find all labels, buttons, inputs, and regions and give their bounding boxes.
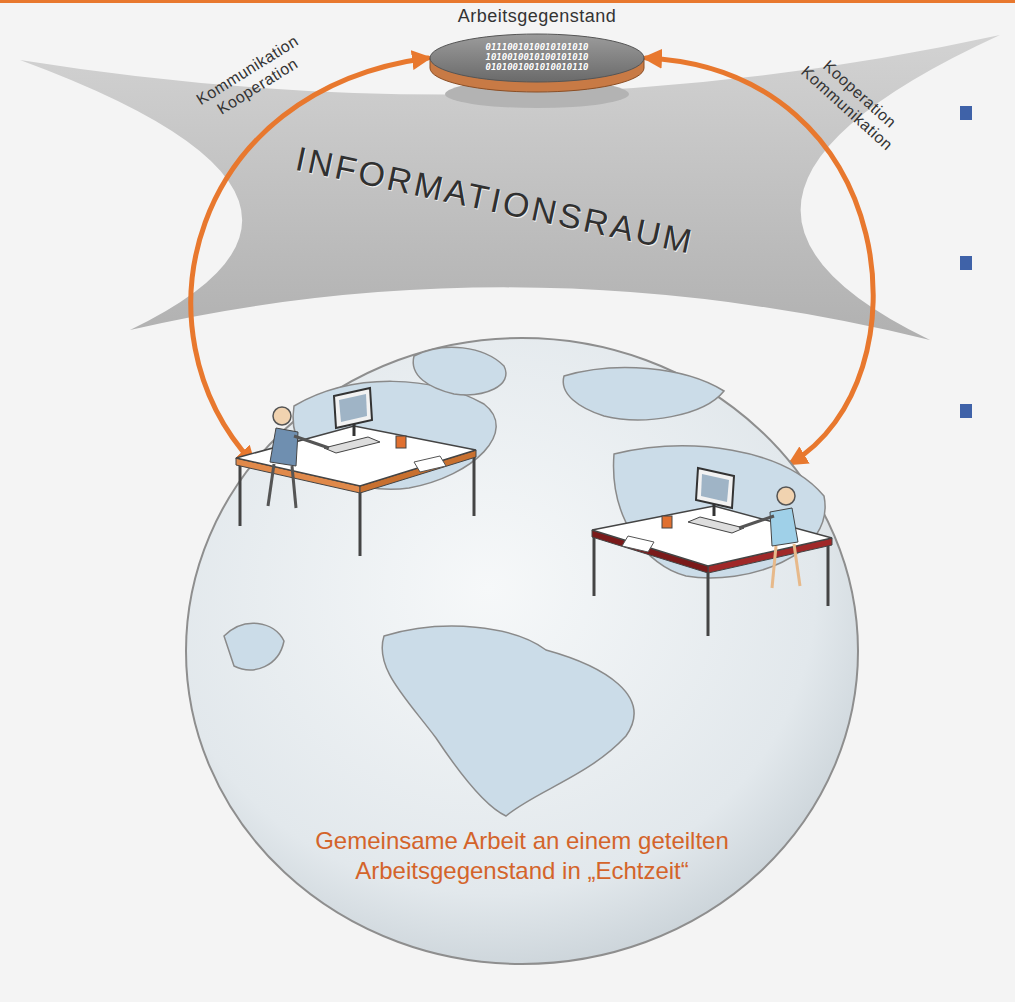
globe-caption: Gemeinsame Arbeit an einem geteilten Arb… — [312, 826, 732, 886]
bullet-square — [960, 404, 972, 418]
globe-node: Gemeinsame Arbeit an einem geteilten Arb… — [184, 336, 860, 966]
disk-heading: Arbeitsgegenstand — [428, 6, 646, 27]
right-desk — [592, 468, 832, 636]
left-desk — [236, 388, 476, 556]
edge-label: Kommunikation Kooperation — [193, 31, 312, 125]
disk-node: Arbeitsgegenstand 0111001010010101010 101… — [428, 6, 646, 110]
band-title: INFORMATIONSRAUM — [292, 139, 697, 262]
information-space-band: INFORMATIONSRAUM — [284, 133, 707, 267]
information-space-shape — [20, 35, 1000, 340]
bullet-square — [960, 106, 972, 120]
bullet-square — [960, 256, 972, 270]
edge-label: Kooperation Kommunikation — [797, 48, 909, 154]
top-bar — [0, 0, 1015, 3]
binary-data: 0111001010010101010 1010010010100101010 … — [486, 42, 589, 72]
